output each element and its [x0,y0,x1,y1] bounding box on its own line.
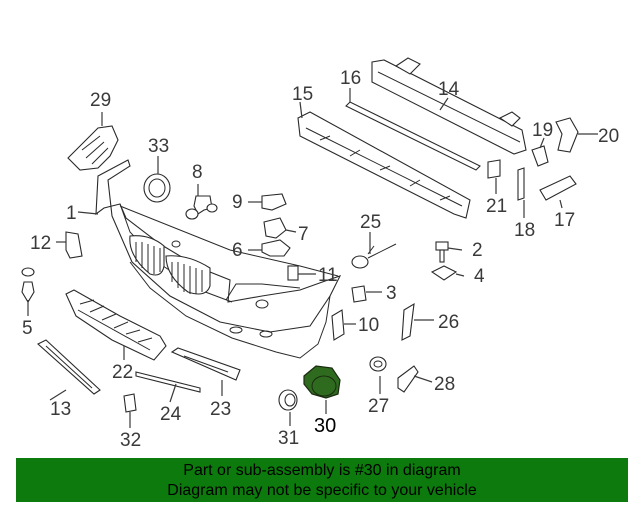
part-22-lower-grille[interactable] [65,289,167,361]
part-28-bracket[interactable] [397,365,419,393]
callout-31: 31 [278,428,299,449]
callout-7: 7 [298,224,309,245]
part-33-emblem[interactable] [143,173,171,203]
callout-14: 14 [438,79,460,100]
part-8-clip[interactable] [185,195,218,220]
callout-3: 3 [386,283,397,304]
callout-26: 26 [438,312,459,333]
part-15-absorber[interactable] [297,111,471,219]
callout-1: 1 [66,203,77,224]
part-11-clip[interactable] [287,265,299,281]
part-6-bracket[interactable] [261,239,291,257]
callout-15: 15 [292,84,313,105]
callout-10: 10 [358,315,379,336]
part-26-strip[interactable] [401,302,415,341]
callout-5: 5 [22,318,33,339]
callout-2: 2 [472,240,483,261]
callout-29: 29 [90,90,111,111]
part-13-license-plate[interactable] [37,339,101,395]
callout-11: 11 [318,265,338,286]
callout-8: 8 [192,162,203,183]
callout-17: 17 [554,210,575,231]
callout-20: 20 [598,126,619,147]
callout-12: 12 [30,233,51,254]
callout-numbers: 1 2 3 4 5 6 7 8 9 10 11 12 13 14 15 16 1… [22,68,619,451]
callout-9: 9 [232,192,243,213]
part-31-grommet[interactable] [278,389,298,411]
info-banner: Part or sub-assembly is #30 in diagram D… [16,458,628,502]
banner-line-disclaimer: Diagram may not be specific to your vehi… [167,482,477,499]
part-20-bracket[interactable] [555,117,579,153]
part-9-washer-cover[interactable] [261,193,287,211]
callout-30-highlighted: 30 [314,415,336,437]
part-18-strip[interactable] [517,167,525,201]
part-24-trim-strip[interactable] [135,371,201,393]
part-12-bracket[interactable] [65,231,83,259]
callout-4: 4 [474,266,485,287]
part-7-bracket[interactable] [263,217,287,239]
part-21-bracket[interactable] [487,159,501,179]
banner-line-part: Part or sub-assembly is #30 in diagram [183,462,461,479]
part-2-bolt[interactable] [435,241,449,263]
leader-lines [27,88,598,428]
part-30-parking-sensor-highlighted[interactable] [303,365,341,399]
callout-25: 25 [360,212,381,233]
callout-27: 27 [368,396,389,417]
callout-18: 18 [514,220,535,241]
part-3-holder[interactable] [351,285,367,303]
callout-21: 21 [486,196,507,217]
callout-13: 13 [50,399,71,420]
callout-23: 23 [210,399,231,420]
callout-24: 24 [160,404,182,425]
callout-33: 33 [148,136,169,157]
callout-32: 32 [120,430,141,451]
part-17-bracket[interactable] [539,175,577,201]
part-32-clip[interactable] [123,393,137,413]
part-16-strip[interactable] [345,101,481,171]
callout-16: 16 [340,68,361,89]
exploded-parts-diagram: 1 2 3 4 5 6 7 8 9 10 11 12 13 14 15 16 1… [21,57,619,451]
part-10-strip[interactable] [331,309,345,341]
part-23-side-grille[interactable] [170,347,241,381]
part-4-nut-plate[interactable] [430,265,458,281]
part-19-bracket[interactable] [531,145,549,167]
callout-22: 22 [112,362,133,383]
callout-6: 6 [232,240,243,261]
callout-19: 19 [532,120,553,141]
part-25-sensor[interactable] [351,243,397,269]
callout-28: 28 [434,374,455,395]
part-5-push-pin[interactable] [21,267,35,304]
part-14-carrier[interactable] [371,57,527,155]
part-27-sensor[interactable] [369,356,387,372]
part-1-bumper-cover[interactable] [95,159,342,359]
part-29-bracket[interactable] [67,125,119,171]
